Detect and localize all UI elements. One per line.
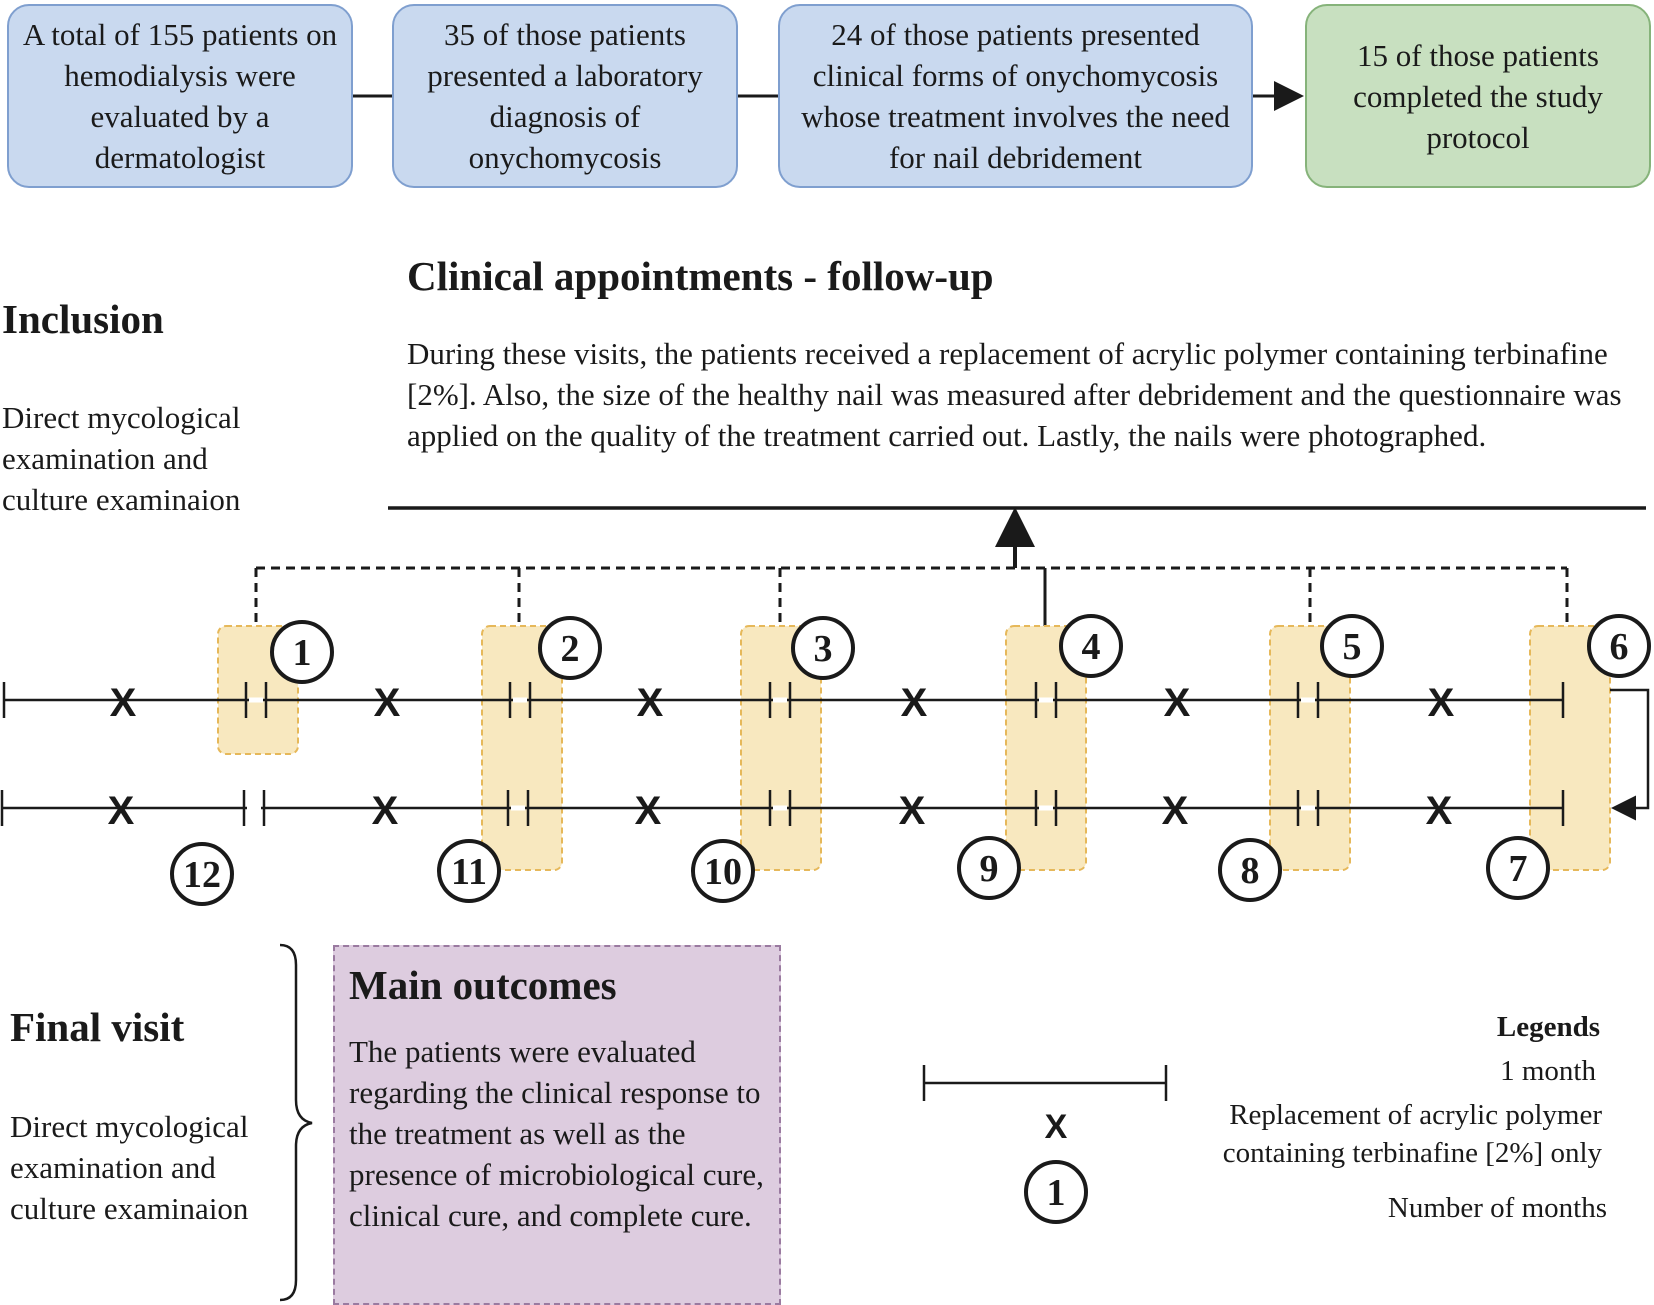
x-mark: X	[899, 789, 926, 833]
timeline-bottom-ticks	[242, 790, 1320, 826]
legend-x-label: Replacement of acrylic polymer containin…	[1222, 1099, 1602, 1169]
flow-box-completed: 15 of those patients completed the study…	[1305, 4, 1651, 188]
month-number: 8	[1241, 850, 1260, 892]
inclusion-title: Inclusion	[2, 296, 164, 342]
month-number: 7	[1509, 848, 1528, 890]
follow-up-text: During these visits, the patients receiv…	[407, 336, 1622, 453]
main-outcomes-title: Main outcomes	[349, 962, 617, 1008]
x-mark: X	[901, 681, 928, 725]
month-circles-bottom	[170, 836, 1550, 906]
x-mark: X	[1426, 789, 1453, 833]
x-mark: X	[374, 681, 401, 725]
legend-number-symbol: 1	[1047, 1172, 1066, 1214]
month-circles-top	[270, 614, 1651, 684]
month-number: 6	[1610, 626, 1629, 668]
final-visit-brace	[279, 943, 313, 1302]
follow-up-title: Clinical appointments - follow-up	[407, 253, 994, 299]
x-mark: X	[637, 681, 664, 725]
flow-box-lab-diagnosis: 35 of those patients presented a laborat…	[392, 4, 738, 188]
x-mark: X	[1162, 789, 1189, 833]
month-number: 4	[1082, 626, 1101, 668]
main-outcomes-text: The patients were evaluated regarding th…	[349, 1034, 764, 1233]
x-mark: X	[1164, 681, 1191, 725]
main-outcomes-box: Main outcomes The patients were evaluate…	[333, 945, 781, 1305]
legend-number-circle	[1024, 1160, 1088, 1224]
visit-bracket	[254, 566, 1569, 626]
timeline-top-ticks	[244, 682, 1320, 718]
month-number: 11	[451, 851, 487, 893]
legend-month-symbol	[922, 1065, 1168, 1101]
x-marks: X X X X X X X X X X X X	[108, 681, 1455, 833]
legend-title: Legends	[1496, 1011, 1600, 1043]
legend-number-label: Number of months	[1387, 1192, 1607, 1224]
x-mark: X	[1428, 681, 1455, 725]
final-visit-title: Final visit	[10, 1004, 185, 1050]
x-mark: X	[635, 789, 662, 833]
timeline-loop-arrow	[1610, 688, 1650, 821]
month-numbers-bottom: 12 11 10 9 8 7	[183, 848, 1528, 896]
inclusion-text: Direct mycological examination and cultu…	[2, 400, 241, 517]
flow-box-evaluated-text: A total of 155 patients on hemodialysis …	[22, 17, 338, 175]
x-mark: X	[110, 681, 137, 725]
month-number: 9	[980, 848, 999, 890]
final-visit-text: Direct mycological examination and cultu…	[10, 1109, 249, 1226]
month-number: 12	[183, 854, 221, 896]
legend-x-symbol: X	[1045, 1108, 1068, 1146]
month-number: 10	[704, 851, 742, 893]
month-number: 1	[293, 632, 312, 674]
flow-box-evaluated: A total of 155 patients on hemodialysis …	[7, 4, 353, 188]
legend-month-label: 1 month	[1500, 1055, 1596, 1087]
highlight-boxes	[217, 625, 1611, 871]
flow-box-clinical-forms-text: 24 of those patients presented clinical …	[801, 17, 1230, 175]
x-mark: X	[372, 789, 399, 833]
flow-box-clinical-forms: 24 of those patients presented clinical …	[778, 4, 1253, 188]
month-number: 5	[1343, 626, 1362, 668]
month-number: 2	[561, 628, 580, 670]
month-numbers-top: 1 2 3 4 5 6	[293, 626, 1629, 674]
month-number: 3	[814, 628, 833, 670]
flow-box-lab-diagnosis-text: 35 of those patients presented a laborat…	[427, 17, 703, 175]
flow-box-completed-text: 15 of those patients completed the study…	[1353, 37, 1603, 155]
x-mark: X	[108, 789, 135, 833]
